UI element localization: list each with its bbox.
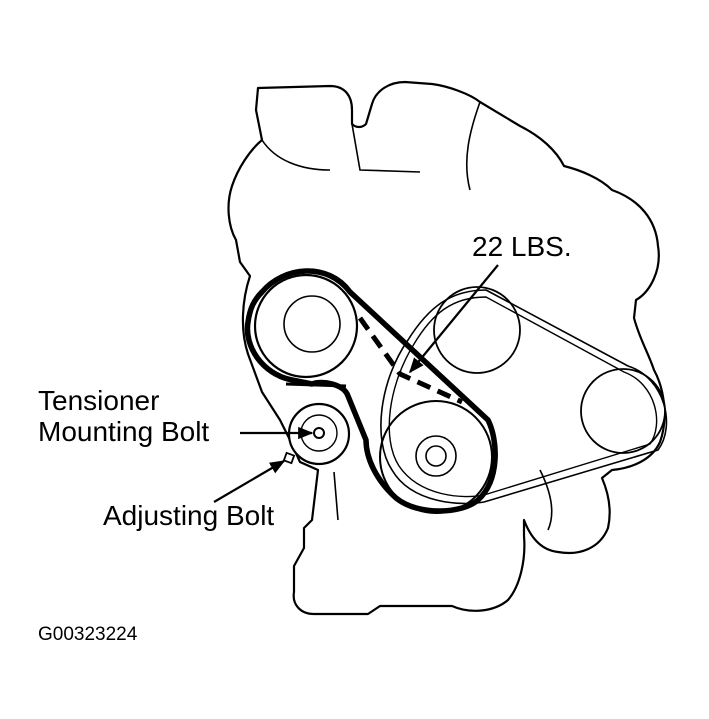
drive-belt-inner-run	[285, 382, 347, 388]
tensioner-label-line1: Tensioner	[38, 385, 160, 416]
tensioner-mounting-bolt-label: Tensioner Mounting Bolt	[38, 385, 209, 447]
adjusting-bolt-head	[282, 451, 296, 465]
center-pulley	[433, 286, 521, 374]
belt-tension-arrow	[409, 264, 499, 374]
engine-detail-lower	[333, 469, 553, 531]
upper-pulley-hub	[283, 295, 341, 353]
belt-tension-label: 22 LBS.	[472, 231, 572, 262]
figure-code: G00323224	[38, 624, 138, 645]
adjusting-bolt-arrow	[213, 460, 286, 503]
tensioner-label-line2: Mounting Bolt	[38, 416, 210, 447]
accessory-belt-outer	[380, 289, 668, 505]
accessory-belt-inner	[388, 296, 658, 498]
engine-detail-upper	[261, 101, 481, 191]
tensioner-mounting-bolt	[313, 427, 325, 439]
crank-pulley-center	[425, 445, 447, 467]
adjusting-bolt-label: Adjusting Bolt	[103, 500, 275, 531]
drive-belt	[244, 268, 498, 514]
belt-deflection-dashed	[357, 316, 464, 405]
